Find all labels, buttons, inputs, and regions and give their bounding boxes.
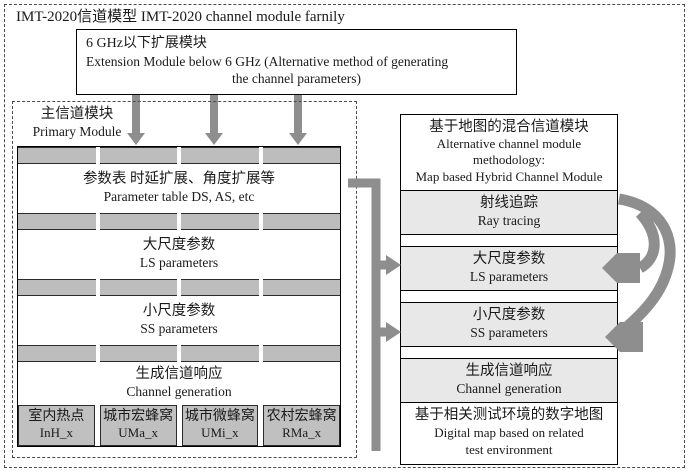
down-arrow-3 — [289, 95, 307, 145]
segment-block — [181, 279, 259, 296]
hybrid-header-zh: 基于地图的混合信道模块 — [429, 119, 589, 135]
primary-row-parameter-table: 参数表 时延扩展、角度扩展等 Parameter table DS, AS, e… — [18, 164, 340, 213]
hybrid-spacer-3 — [401, 347, 617, 359]
scenario-en: InH_x — [39, 425, 73, 440]
hybrid-footer-zh: 基于相关测试环境的数字地图 — [414, 407, 604, 423]
scenario-box-umi[interactable]: 城市微蜂窝 UMi_x — [181, 405, 259, 446]
hybrid-row-en: Ray tracing — [477, 213, 541, 228]
hybrid-module-footer: 基于相关测试环境的数字地图 Digital map based on relat… — [401, 403, 617, 464]
scenario-en: RMa_x — [282, 425, 322, 440]
primary-row-zh: 参数表 时延扩展、角度扩展等 — [82, 171, 276, 187]
primary-row-ss-parameters: 小尺度参数 SS parameters — [18, 296, 340, 345]
extension-module-title-en-1: Extension Module below 6 GHz (Alternativ… — [86, 53, 449, 69]
segment-block — [262, 345, 340, 362]
primary-row-en: Parameter table DS, AS, etc — [103, 189, 255, 204]
primary-row-channel-generation: 生成信道响应 Channel generation — [18, 362, 340, 405]
hybrid-row-ss-parameters: 小尺度参数 SS parameters — [401, 303, 617, 347]
extension-module-title-en-2: the channel parameters) — [232, 71, 361, 86]
primary-row-zh: 生成信道响应 — [135, 366, 223, 382]
primary-row-zh: 小尺度参数 — [142, 303, 216, 319]
primary-row-en: LS parameters — [139, 255, 219, 270]
primary-row-zh: 大尺度参数 — [142, 237, 216, 253]
segment-block — [262, 279, 340, 296]
primary-row-ls-parameters: 大尺度参数 LS parameters — [18, 230, 340, 279]
segment-block — [99, 279, 177, 296]
segment-divider-4 — [18, 345, 340, 362]
hybrid-row-en: SS parameters — [470, 325, 548, 340]
segment-block — [18, 345, 96, 362]
hybrid-row-ls-parameters: 大尺度参数 LS parameters — [401, 247, 617, 291]
scenario-row: 室内热点 InH_x 城市宏蜂窝 UMa_x 城市微蜂窝 UMi_x 农村宏蜂窝… — [18, 405, 340, 446]
outer-dashed-frame — [4, 4, 685, 468]
scenario-en: UMi_x — [201, 425, 239, 440]
primary-row-en: Channel generation — [126, 384, 232, 399]
segment-divider-3 — [18, 279, 340, 296]
primary-module-label: 主信道模块 Primary Module — [22, 106, 132, 140]
hybrid-row-zh: 生成信道响应 — [465, 363, 553, 379]
down-arrow-2 — [205, 95, 223, 145]
hybrid-row-en: LS parameters — [469, 269, 549, 284]
segment-block — [99, 147, 177, 164]
segment-block — [181, 213, 259, 230]
scenario-zh: 城市宏蜂窝 — [103, 409, 174, 424]
scenario-box-uma[interactable]: 城市宏蜂窝 UMa_x — [99, 405, 177, 446]
primary-module-stack: 参数表 时延扩展、角度扩展等 Parameter table DS, AS, e… — [17, 146, 341, 447]
primary-module-label-en: Primary Module — [32, 124, 122, 139]
hybrid-row-zh: 小尺度参数 — [472, 307, 546, 323]
hybrid-spacer-2 — [401, 291, 617, 303]
hybrid-row-ray-tracing: 射线追踪 Ray tracing — [401, 191, 617, 235]
segment-block — [99, 345, 177, 362]
scenario-zh: 农村宏蜂窝 — [266, 409, 337, 424]
scenario-en: UMa_x — [118, 425, 158, 440]
segment-block — [181, 345, 259, 362]
scenario-zh: 室内热点 — [28, 409, 85, 424]
hybrid-row-zh: 射线追踪 — [480, 195, 538, 211]
hybrid-row-en: Channel generation — [456, 381, 562, 396]
hybrid-header-en-1: Alternative channel module methodology: — [436, 135, 582, 168]
page-title: IMT-2020信道模型 IMT-2020 channel module far… — [16, 9, 345, 25]
hybrid-module-header: 基于地图的混合信道模块 Alternative channel module m… — [401, 115, 617, 191]
hybrid-spacer-1 — [401, 235, 617, 247]
hybrid-header-en-2: Map based Hybrid Channel Module — [415, 168, 603, 184]
extension-module-title-zh: 6 GHz以下扩展模块 — [86, 36, 207, 51]
segment-block — [18, 279, 96, 296]
segment-divider-1 — [18, 147, 340, 164]
hybrid-footer-en-2: test environment — [465, 442, 553, 457]
segment-block — [18, 147, 96, 164]
segment-block — [181, 147, 259, 164]
segment-block — [99, 213, 177, 230]
scenario-zh: 城市微蜂窝 — [184, 409, 255, 424]
segment-block — [262, 147, 340, 164]
primary-module-label-zh: 主信道模块 — [40, 106, 114, 122]
hybrid-module-panel: 基于地图的混合信道模块 Alternative channel module m… — [400, 114, 618, 465]
hybrid-row-channel-generation: 生成信道响应 Channel generation — [401, 359, 617, 403]
extension-module-box: 6 GHz以下扩展模块 Extension Module below 6 GHz… — [76, 29, 517, 95]
segment-divider-2 — [18, 213, 340, 230]
segment-block — [262, 213, 340, 230]
scenario-box-rma[interactable]: 农村宏蜂窝 RMa_x — [263, 405, 340, 446]
primary-row-en: SS parameters — [140, 321, 218, 336]
segment-block — [18, 213, 96, 230]
hybrid-row-zh: 大尺度参数 — [472, 251, 546, 267]
hybrid-footer-en-1: Digital map based on related — [434, 425, 584, 440]
down-arrow-1 — [127, 95, 145, 145]
scenario-box-inh[interactable]: 室内热点 InH_x — [18, 405, 95, 446]
